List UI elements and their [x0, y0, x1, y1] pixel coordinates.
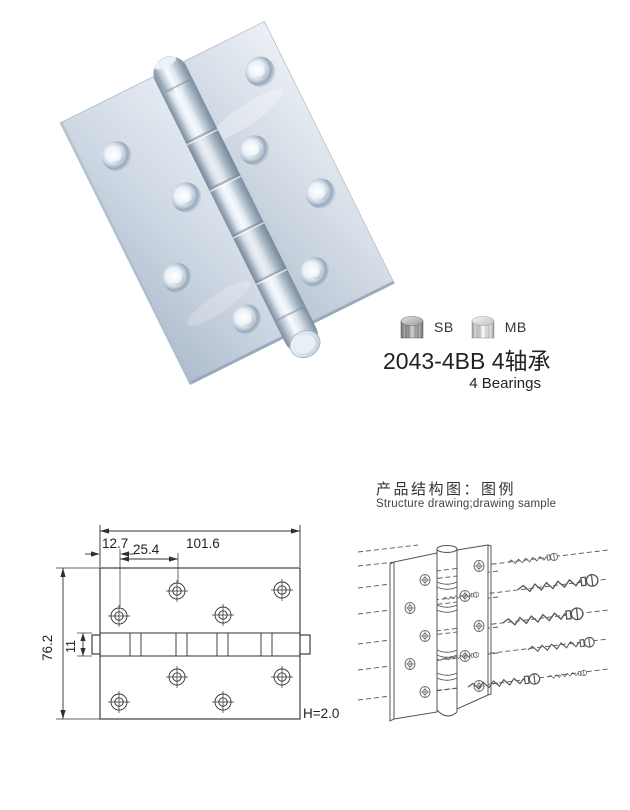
- dimension-lines: [56, 525, 301, 720]
- drawing-holes: [108, 579, 293, 713]
- structure-title-block: 产品结构图：图例 Structure drawing;drawing sampl…: [376, 481, 556, 511]
- structure-title-zh: 产品结构图：图例: [376, 481, 517, 498]
- sb-label: SB: [434, 318, 454, 335]
- dim-edge-label: 12.7: [102, 536, 128, 551]
- bearing-legend: SB MB: [398, 312, 527, 341]
- knuckle-joints: [185, 126, 288, 286]
- structure-title-en: Structure drawing;drawing sample: [376, 498, 557, 510]
- model-block: 2043-4BB 4轴承 4 Bearings: [383, 348, 551, 392]
- dim-width-label: 101.6: [186, 536, 220, 551]
- structure-hinge-body: [389, 544, 492, 722]
- hinge-outline: [91, 567, 311, 720]
- dim-pitch-label: 25.4: [133, 542, 160, 557]
- hinge-product-photo: [59, 21, 395, 385]
- dimension-labels: 12.7 25.4 101.6 76.2 11 H=2.0: [40, 536, 339, 721]
- screw-holes: [101, 56, 336, 335]
- dim-height-label: 76.2: [40, 635, 55, 661]
- bearings-label: 4 Bearings: [469, 375, 541, 392]
- hinge-rotated-group: [59, 21, 395, 385]
- brand-engraving-2: [187, 280, 251, 326]
- mb-label: MB: [504, 318, 527, 335]
- plate-left-edge: [60, 121, 193, 385]
- sb-bearing-icon: [400, 316, 424, 339]
- dim-thickness-label: H=2.0: [303, 706, 339, 721]
- model-number: 2043-4BB 4轴承: [383, 348, 551, 374]
- mb-bearing-icon: [471, 316, 494, 339]
- dim-knuckle-label: 11: [64, 640, 78, 653]
- structure-holes: [404, 560, 485, 698]
- brand-engraving: [209, 89, 283, 142]
- structure-drawing: [358, 544, 609, 722]
- dimension-drawing: 12.7 25.4 101.6 76.2 11 H=2.0: [40, 525, 339, 721]
- hinge-barrel: [153, 56, 321, 359]
